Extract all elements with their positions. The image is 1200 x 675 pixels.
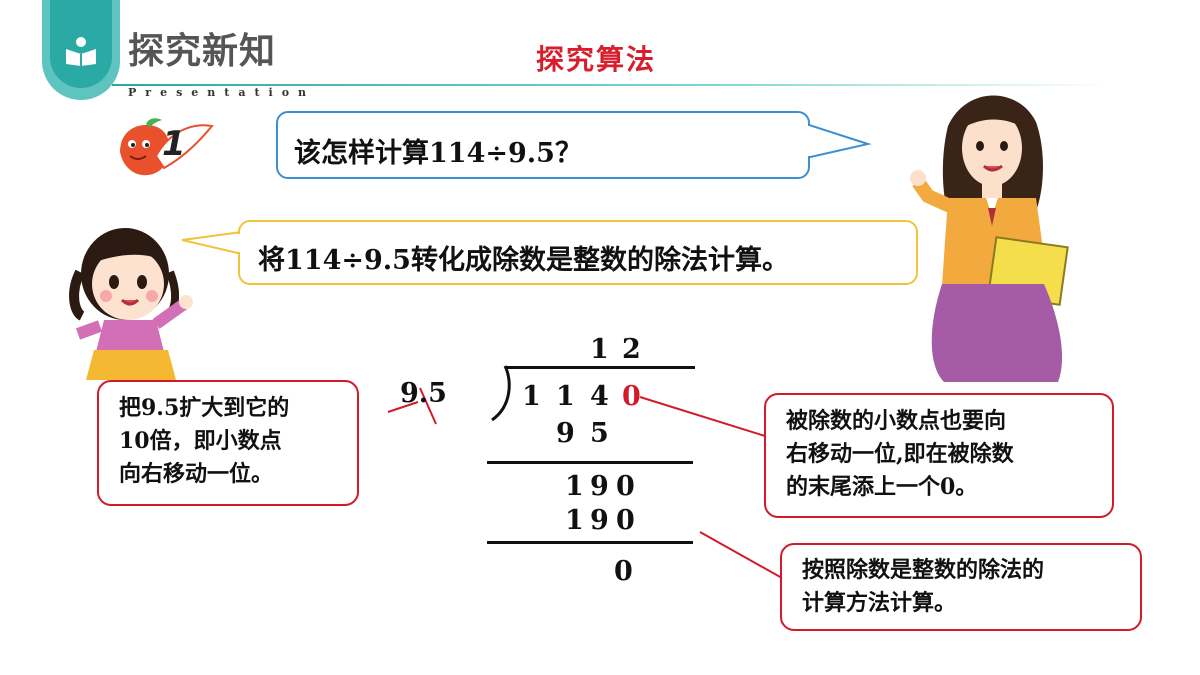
note-line: 计算方法计算。 xyxy=(802,590,957,616)
note-line: 把9.5扩大到它的 xyxy=(119,395,290,421)
note-divisor-scale: 把9.5扩大到它的 10倍，即小数点 向右移动一位。 xyxy=(97,380,359,506)
note-line: 的末尾添上一个0。 xyxy=(786,474,978,500)
subtraction-line xyxy=(487,461,693,464)
division-bar xyxy=(505,366,695,369)
example-number: 1 xyxy=(162,124,186,164)
divisor: 9.5 xyxy=(400,378,447,409)
product-digit: 0 xyxy=(616,505,635,536)
section-title: 探究算法 xyxy=(536,43,657,76)
remainder-digit: 0 xyxy=(616,471,635,502)
header-divider xyxy=(112,84,1112,86)
question-bubble: 该怎样计算114÷9.5？ xyxy=(276,111,810,179)
note-dividend-shift: 被除数的小数点也要向 右移动一位,即在被除数 的末尾添上一个0。 xyxy=(764,393,1114,518)
tail-mask xyxy=(804,126,810,156)
note-line: 向右移动一位。 xyxy=(119,461,274,487)
page-subtitle: Presentation xyxy=(128,86,316,99)
dividend-digit: 1 xyxy=(522,381,541,412)
subtraction-line xyxy=(487,541,693,544)
remainder-digit: 1 xyxy=(565,471,584,502)
teacher-illustration xyxy=(908,86,1080,386)
dividend-digit: 1 xyxy=(556,381,575,412)
example-tomato-icon: 1 xyxy=(116,116,216,182)
note-line: 被除数的小数点也要向 xyxy=(786,408,1007,434)
final-remainder: 0 xyxy=(614,556,633,587)
tail-mask xyxy=(238,234,244,252)
product-digit: 9 xyxy=(556,418,575,449)
girl-student-illustration xyxy=(60,212,200,382)
product-digit: 9 xyxy=(590,505,609,536)
product-digit: 1 xyxy=(565,505,584,536)
product-digit: 5 xyxy=(590,418,609,449)
note-integer-division: 按照除数是整数的除法的 计算方法计算。 xyxy=(780,543,1142,631)
answer-bubble: 将114÷9.5转化成除数是整数的除法计算。 xyxy=(238,220,918,285)
note-line: 按照除数是整数的除法的 xyxy=(802,557,1045,583)
note-line: 右移动一位,即在被除数 xyxy=(786,441,1014,467)
appended-zero: 0 xyxy=(622,381,641,412)
quotient-digit: 2 xyxy=(622,334,641,365)
page-title: 探究新知 xyxy=(128,31,277,72)
remainder-digit: 9 xyxy=(590,471,609,502)
reading-person-icon xyxy=(64,36,98,66)
quotient-digit: 1 xyxy=(590,334,609,365)
dividend-digit: 4 xyxy=(590,381,609,412)
note-line: 10倍，即小数点 xyxy=(119,428,282,454)
